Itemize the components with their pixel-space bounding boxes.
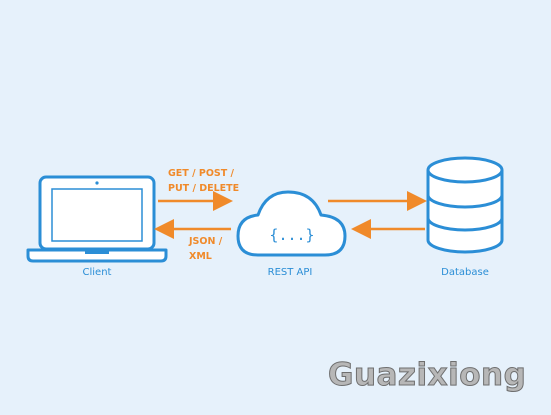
watermark-text: Guazixiong xyxy=(327,357,527,393)
laptop-icon xyxy=(26,175,168,263)
request-methods-line1: GET / POST / xyxy=(168,168,235,179)
response-format-line1: JSON / xyxy=(188,236,223,247)
cloud-icon xyxy=(236,190,347,257)
rest-api-label: REST API xyxy=(268,267,313,278)
request-methods-line2: PUT / DELETE xyxy=(168,183,239,194)
client-label: Client xyxy=(83,267,112,278)
response-format-line2: XML xyxy=(189,251,212,262)
database-label: Database xyxy=(441,267,489,278)
database-icon xyxy=(426,156,504,254)
api-braces-symbol: {...} xyxy=(269,226,314,244)
